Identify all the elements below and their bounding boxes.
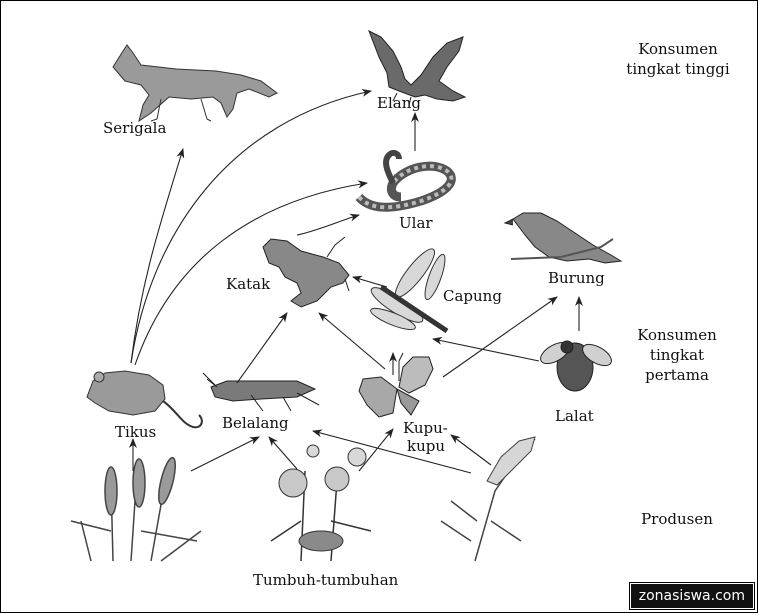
arrow-semak-kupu — [450, 434, 492, 466]
watermark: zonasiswa.com — [629, 583, 754, 609]
arrow-lalat-capung — [432, 336, 540, 362]
wolf-illustration — [112, 44, 278, 123]
arrow-tikus-ular — [134, 180, 368, 366]
label-katak: Katak — [226, 275, 271, 293]
arrow-tikus-elang — [130, 88, 372, 364]
label-burung: Burung — [548, 269, 605, 287]
feeding-arrows — [129, 88, 583, 474]
flowering-plant-illustration — [440, 436, 536, 562]
label-elang: Elang — [377, 94, 421, 112]
label-ular: Ular — [399, 214, 433, 232]
arrow-katak-ular — [296, 213, 360, 236]
level-producer: Produsen — [641, 510, 713, 528]
label-capung: Capung — [443, 287, 502, 305]
butterfly-illustration — [358, 352, 434, 418]
wheat-illustration — [70, 456, 202, 562]
level-top-consumer: Konsumen tingkat tinggi — [613, 39, 743, 79]
arrow-tumbuhan-belalang — [312, 429, 472, 474]
label-tumbuhan: Tumbuh-tumbuhan — [253, 571, 399, 589]
label-serigala: Serigala — [103, 119, 167, 137]
level-first-line1: Konsumen — [637, 326, 717, 344]
arrow-tikus-serigala — [130, 148, 185, 364]
frog-illustration — [262, 236, 350, 308]
level-top-line1: Konsumen — [638, 40, 718, 58]
arrow-kupu-katak — [318, 312, 386, 370]
label-lalat: Lalat — [555, 407, 594, 425]
label-tikus: Tikus — [115, 423, 157, 441]
mouse-illustration — [86, 370, 203, 429]
eagle-illustration — [368, 29, 467, 106]
arrow-capung-katak — [352, 275, 388, 288]
snake-illustration — [355, 149, 456, 212]
label-kupu-2: kupu — [407, 437, 446, 455]
level-first-line3: pertama — [645, 366, 709, 384]
fly-illustration — [540, 340, 612, 392]
label-kupu: Kupu- — [403, 419, 448, 437]
arrow-bunga-belalang — [268, 436, 298, 470]
arrow-kupu-burung — [442, 296, 558, 378]
label-belalang: Belalang — [222, 414, 289, 432]
arrow-belalang-katak — [236, 312, 288, 384]
level-first-consumer: Konsumen tingkat pertama — [619, 325, 735, 385]
periwinkle-illustration — [270, 444, 372, 562]
level-first-line2: tingkat — [649, 346, 705, 364]
arrow-gandum-belalang — [190, 436, 260, 472]
grasshopper-illustration — [202, 372, 320, 412]
dragonfly-illustration — [370, 248, 449, 334]
level-top-line2: tingkat tinggi — [626, 60, 730, 78]
arrow-bunga-kupu — [358, 428, 394, 472]
bird-illustration — [503, 212, 623, 264]
